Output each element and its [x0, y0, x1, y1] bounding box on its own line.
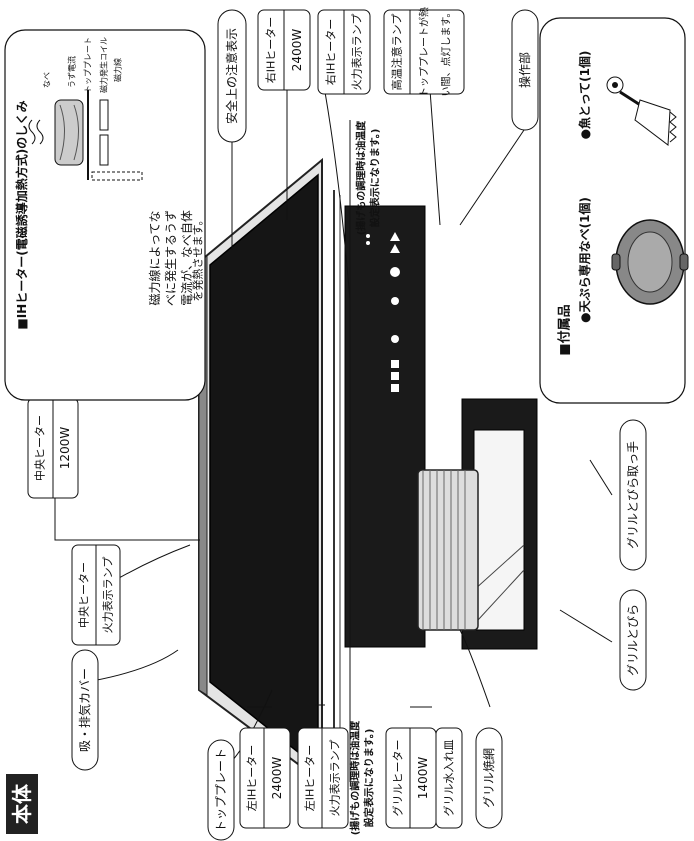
ih-box-title: ■IHヒーター(電磁誘導加熱方式)のしくみ	[14, 100, 29, 329]
label-grill-handle: グリルとびら取っ手	[620, 420, 646, 570]
svg-text:グリルとびら: グリルとびら	[626, 604, 640, 676]
svg-text:●魚とって(1個): ●魚とって(1個)	[577, 51, 592, 140]
svg-text:設定表示になります。): 設定表示になります。)	[369, 129, 382, 228]
svg-text:吸・排気カバー: 吸・排気カバー	[77, 668, 92, 752]
svg-text:い間、点灯します。: い間、点灯します。	[441, 8, 453, 97]
svg-text:グリル焼網: グリル焼網	[482, 748, 496, 808]
label-center-lamp: 中央ヒーター 火力表示ランプ	[72, 545, 120, 645]
cooktop-body	[199, 160, 425, 785]
label-grill-heater: グリルヒーター 1400W	[386, 728, 436, 828]
label-top-plate: トッププレート	[208, 740, 234, 840]
svg-text:磁力線によってな: 磁力線によってな	[147, 210, 162, 305]
section-title: 本体	[10, 783, 34, 824]
label-hightemp-lamp: 高温注意ランプ トッププレートが熱 い間、点灯します。	[384, 7, 464, 97]
svg-text:べに発生するうず: べに発生するうず	[164, 210, 178, 306]
svg-text:(揚げもの調理時は油温度: (揚げもの調理時は油温度	[355, 120, 368, 236]
svg-text:火力表示ランプ: 火力表示ランプ	[328, 740, 342, 817]
svg-text:中央ヒーター: 中央ヒーター	[78, 562, 91, 628]
svg-text:2400W: 2400W	[270, 757, 284, 800]
svg-text:2400W: 2400W	[290, 29, 304, 72]
svg-text:右IHヒーター: 右IHヒーター	[264, 17, 278, 84]
label-right-heater: 右IHヒーター 2400W	[258, 10, 310, 90]
svg-text:火力表示ランプ: 火力表示ランプ	[101, 557, 115, 634]
label-left-heater: 左IHヒーター 2400W	[240, 728, 290, 828]
svg-text:グリルヒーター: グリルヒーター	[391, 740, 405, 817]
label-grill-net: グリル焼網	[476, 728, 502, 828]
svg-text:なべ: なべ	[43, 72, 52, 88]
label-control: 操作部	[512, 10, 538, 130]
label-center-heater: 中央ヒーター 1200W	[28, 398, 78, 498]
svg-text:高温注意ランプ: 高温注意ランプ	[390, 14, 404, 91]
svg-text:1200W: 1200W	[58, 427, 72, 470]
svg-text:トッププレートが熱: トッププレートが熱	[418, 7, 431, 97]
svg-text:火力表示ランプ: 火力表示ランプ	[350, 14, 364, 91]
svg-text:1400W: 1400W	[416, 757, 430, 800]
svg-text:磁力発生コイル: 磁力発生コイル	[99, 37, 109, 93]
front-control-panel	[345, 206, 425, 647]
svg-text:設定表示になります。): 設定表示になります。)	[363, 729, 376, 828]
svg-text:磁力線: 磁力線	[113, 58, 123, 82]
ih-principle-box: ■IHヒーター(電磁誘導加熱方式)のしくみ 磁力線によってな べに発生するうず …	[5, 30, 205, 400]
svg-text:トッププレート: トッププレート	[84, 37, 93, 93]
svg-text:安全上の注意表示: 安全上の注意表示	[224, 28, 239, 124]
top-plate-glass	[210, 175, 318, 768]
svg-text:トッププレート: トッププレート	[214, 748, 228, 832]
svg-text:グリル水入れ皿: グリル水入れ皿	[442, 740, 456, 817]
svg-text:左IHヒーター: 左IHヒーター	[246, 745, 259, 812]
svg-text:グリルとびら取っ手: グリルとびら取っ手	[626, 441, 640, 549]
svg-text:右IHヒーター: 右IHヒーター	[324, 19, 338, 86]
label-intake-cover: 吸・排気カバー	[72, 650, 98, 770]
svg-text:うず電流: うず電流	[67, 56, 77, 88]
svg-text:を発熱させます。: を発熱させます。	[191, 215, 205, 302]
label-grill-door: グリルとびら	[620, 590, 646, 690]
svg-text:操作部: 操作部	[517, 52, 532, 88]
section-title-badge: 本体	[6, 774, 38, 834]
accessory-box: ■付属品 ●天ぷら専用なべ(1個) ●魚とって(1個)	[540, 18, 688, 403]
svg-text:●天ぷら専用なべ(1個): ●天ぷら専用なべ(1個)	[577, 197, 592, 323]
svg-text:左IHヒーター: 左IHヒーター	[304, 745, 317, 812]
label-left-lamp: 左IHヒーター 火力表示ランプ	[298, 728, 348, 828]
accessory-title: ■付属品	[557, 304, 573, 355]
label-right-lamp: 右IHヒーター 火力表示ランプ	[318, 10, 370, 94]
label-grill-pan: グリル水入れ皿	[436, 728, 462, 828]
svg-text:中央ヒーター: 中央ヒーター	[34, 415, 47, 481]
label-safety: 安全上の注意表示	[218, 10, 246, 142]
label-left-note: (揚げもの調理時は油温度 設定表示になります。)	[349, 720, 376, 836]
grill-tray	[418, 470, 478, 630]
